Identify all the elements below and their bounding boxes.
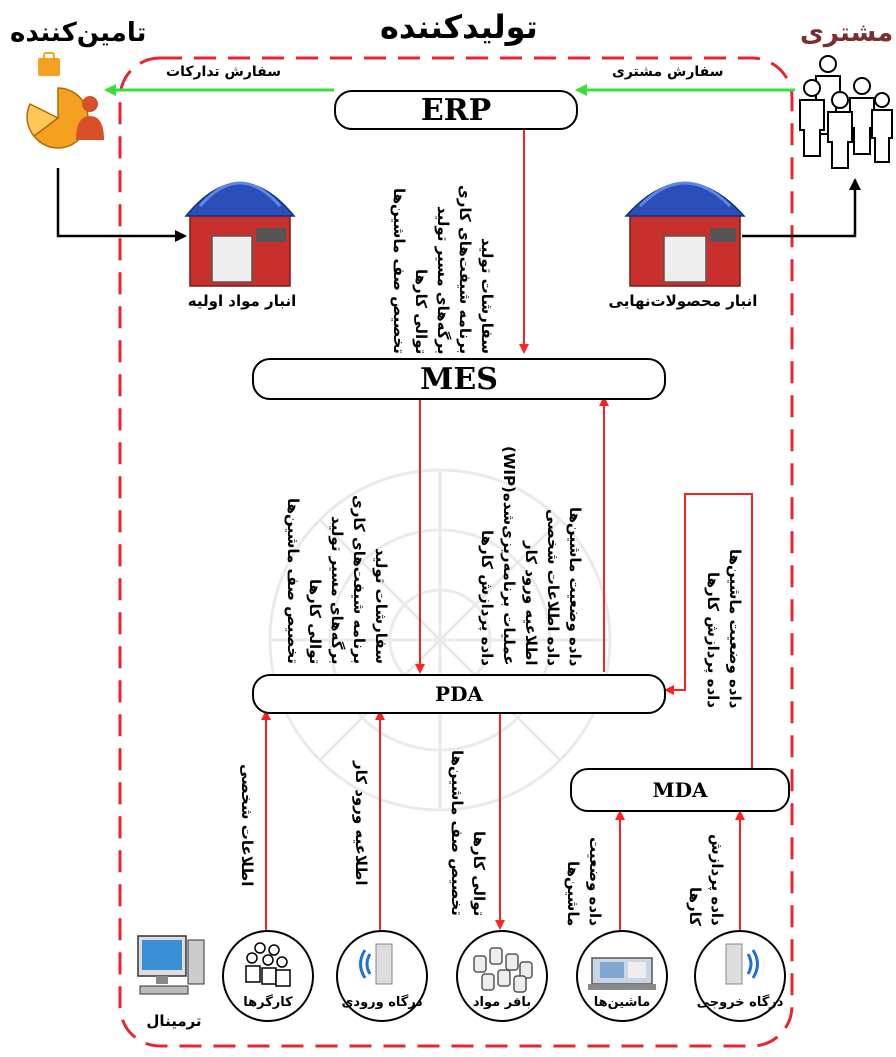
flow-label: اطلاعیه ورود کار [522,541,540,666]
workers-to-pda-label: اطلاعات شخصی [236,716,258,886]
flow-label: داده وضعیت ماشین‌ها [726,548,744,708]
exit-gate-label: درگاه خروجی [696,995,784,1010]
flow-label: برنامه شیفت‌های کاری [350,494,368,664]
flow-label: عملیات برنامه‌ریزی‌شده(WIP) [500,446,518,666]
buffer-label: بافر مواد [472,995,532,1010]
flow-label: داده پردازش [708,834,726,926]
producer-title: تولیدکننده [380,8,538,46]
flow-label: سفارشات تولید [478,238,496,354]
procurement-order-label: سفارش تدارکات [166,64,282,80]
flow-label: تخصیص صف ماشین‌ها [284,498,302,664]
customers-icon [799,55,893,169]
flow-label: برنامه شیفت‌های کاری [456,184,474,354]
flow-label: تخصیص صف ماشین‌ها [390,188,408,354]
entry-gate-label: درگاه ورودی [341,995,423,1010]
flow-label: داده اطلاعات شخصی [544,509,562,666]
machines-node[interactable]: ماشین‌ها [576,930,668,1022]
mda-to-pda-arrow [664,493,753,768]
pda-box[interactable]: PDA [252,674,666,714]
flow-label: تخصیص صف ماشین‌ها [448,750,466,916]
watermark [268,468,612,812]
workers-node[interactable]: کارگرها [222,930,314,1022]
flow-label: داده وضعیت ماشین‌ها [566,506,584,666]
workers-label: کارگرها [243,995,293,1010]
exit-gate-node[interactable]: درگاه خروجی [694,930,786,1022]
entry-gate-node[interactable]: درگاه ورودی [336,930,428,1022]
rfid-entry-icon [359,943,393,985]
flow-label: داده وضعیت [586,837,604,926]
pda-to-mes-labels: داده وضعیت ماشین‌ها داده اطلاعات شخصی اط… [476,404,586,666]
customer-order-label: سفارش مشتری [612,64,724,80]
flow-label: سفارشات تولید [372,548,390,664]
flow-label: ماشین‌ها [564,860,582,926]
exit-to-mda-labels: داده پردازش کارها [684,814,728,926]
machines-label: ماشین‌ها [593,995,651,1010]
flow-label: کارها [686,886,704,926]
supplier-icon [26,52,104,149]
flow-label: توالی کارها [306,578,324,664]
final-products-warehouse-label: انبار محصولات‌نهایی [608,292,758,310]
terminal-icon [137,935,205,995]
machine-icon [588,957,656,990]
erp-box[interactable]: ERP [334,90,578,130]
terminal-label: ترمینال [146,1012,202,1030]
erp-to-mes-labels: سفارشات تولید برنامه شیفت‌های کاری برگه‌… [388,114,498,354]
pda-to-buffer-labels: توالی کارها تخصیص صف ماشین‌ها [446,716,490,916]
entry-to-pda-label: اطلاعیه ورود کار [350,716,372,886]
customer-title: مشتری [800,18,894,48]
producer-boundary [118,56,794,1048]
raw-materials-warehouse-label: انبار مواد اولیه [187,292,297,310]
flow-label: توالی کارها [412,268,430,354]
material-buffer-icon [473,947,533,993]
flow-label: داده پردازش کارها [704,572,722,708]
mda-box[interactable]: MDA [570,768,790,812]
flow-label: برگه‌های مسیر تولید [328,515,346,664]
supplier-title: تامین‌کننده [10,18,147,48]
flow-label: توالی کارها [470,830,488,916]
raw-materials-warehouse-icon [184,181,296,287]
workers-icon [245,942,291,987]
mes-to-pda-labels: سفارشات تولید برنامه شیفت‌های کاری برگه‌… [282,404,392,664]
final-products-warehouse-icon [624,181,746,287]
mda-to-pda-labels: داده وضعیت ماشین‌ها داده پردازش کارها [702,498,746,708]
supplier-to-raw-arrow [56,168,187,242]
flow-label: داده پردازش کارها [478,530,496,666]
machines-to-mda-labels: داده وضعیت ماشین‌ها [562,814,606,926]
rfid-exit-icon [725,943,759,985]
mes-box[interactable]: MES [252,358,666,400]
buffer-node[interactable]: بافر مواد [456,930,548,1022]
flow-label: برگه‌های مسیر تولید [434,205,452,354]
flow-label: اطلاعیه ورود کار [352,761,370,886]
final-to-customer-arrow [742,178,861,238]
flow-label: اطلاعات شخصی [238,763,256,886]
